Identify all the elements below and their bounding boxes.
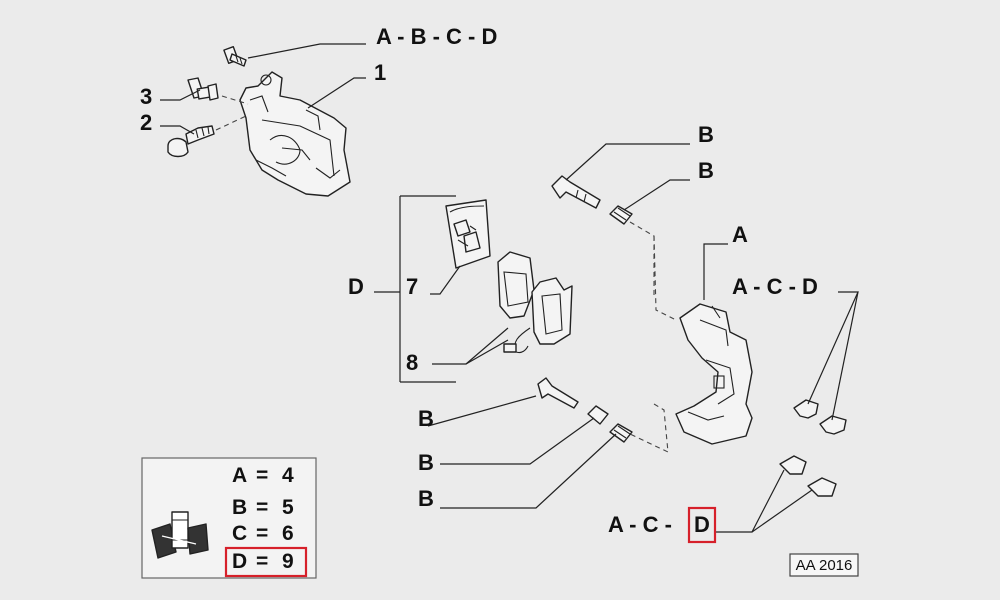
callout-b-lower-1: B: [418, 406, 434, 431]
highlight-box-legend-d: [224, 546, 308, 578]
legend-b-value: 5: [282, 496, 294, 519]
caliper-carrier: [675, 303, 753, 445]
highlight-box-d: [687, 506, 717, 544]
legend-d-eq: =: [256, 550, 268, 573]
legend-b-letter: B: [232, 496, 247, 519]
callout-acd-lower-d: D: [694, 512, 710, 537]
legend-b-eq: =: [256, 496, 268, 519]
legend-a-eq: =: [256, 464, 268, 487]
callout-acd-clips-upper: A - C - D: [732, 274, 818, 299]
guide-bush-lower-plain: [587, 405, 609, 425]
caliper-bolt: [223, 46, 247, 67]
brake-pad-outer: [497, 251, 535, 319]
callout-a-carrier: A: [732, 222, 748, 247]
quantity-legend: A = 4 B = 5 C = 6 D = 9: [141, 457, 317, 579]
reference-code: AA 2016: [796, 557, 853, 574]
guide-bush-lower-ribbed: [609, 423, 633, 443]
leader-lines: [160, 43, 859, 533]
callout-part-8: 8: [406, 350, 418, 375]
callout-acd-lower-prefix: A - C -: [608, 512, 672, 537]
callout-part-7: 7: [406, 274, 418, 299]
bleed-axis-line: [221, 95, 249, 105]
callout-b-lower-3: B: [418, 486, 434, 511]
guide-pin-lower: [537, 377, 579, 409]
legend-c-letter: C: [232, 522, 247, 545]
reference-code-box: AA 2016: [789, 553, 859, 577]
callout-part-2: 2: [140, 110, 152, 135]
legend-c-eq: =: [256, 522, 268, 545]
clips-lower: [779, 455, 837, 497]
legend-a-letter: A: [232, 464, 247, 487]
lower-axis-line: [629, 403, 669, 453]
package-icon: [151, 511, 209, 559]
guide-bush-upper: [609, 205, 633, 225]
legend-d-value: 9: [282, 550, 294, 573]
fixing-kit-bag: [445, 199, 491, 269]
callout-b-lower-2: B: [418, 450, 434, 475]
callout-part-1: 1: [374, 60, 386, 85]
callout-b-bush-upper: B: [698, 158, 714, 183]
legend-a-value: 4: [282, 464, 294, 487]
callout-top-abcd: A - B - C - D: [376, 24, 497, 49]
legend-c-value: 6: [282, 522, 294, 545]
callout-d-pad-kit: D: [348, 274, 364, 299]
hose-connector: [167, 125, 215, 158]
clips-upper: [793, 399, 847, 435]
bleed-screw: [187, 77, 219, 101]
callout-b-pin-upper: B: [698, 122, 714, 147]
caliper-body: [239, 71, 351, 197]
callout-part-3: 3: [140, 84, 152, 109]
bolt-axis-line: [215, 115, 247, 131]
guide-pin-upper: [551, 175, 601, 209]
legend-d-letter: D: [232, 550, 247, 573]
upper-axis-line: [629, 221, 677, 321]
brake-pad-inner: [503, 277, 573, 354]
